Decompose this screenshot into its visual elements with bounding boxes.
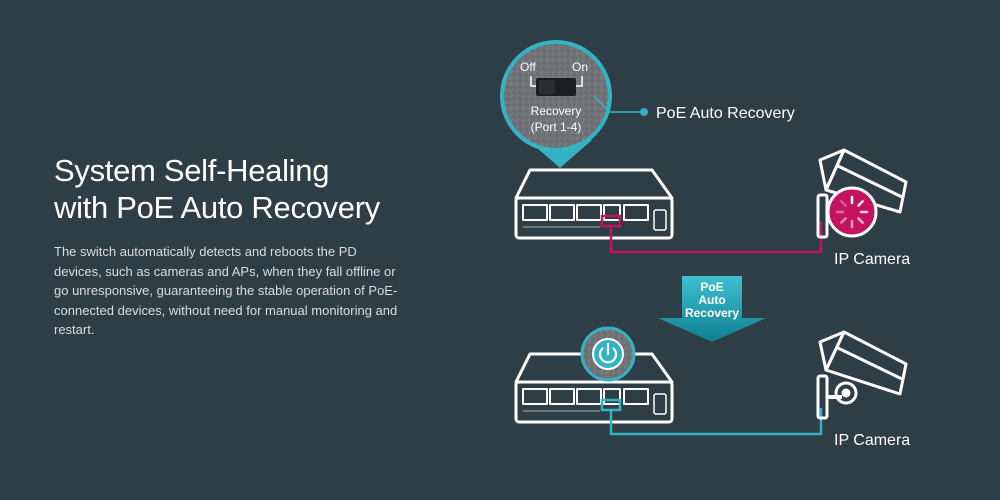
loading-spinner-icon (835, 195, 869, 229)
title-line-2: with PoE Auto Recovery (54, 190, 380, 225)
poe-auto-recovery-callout: PoE Auto Recovery (656, 105, 795, 122)
callout-leader (593, 95, 648, 116)
switch-off-label: Off (520, 60, 536, 74)
power-icon (598, 342, 618, 364)
recovery-switch-zoom: Off On Recovery (Port 1-4) (500, 40, 612, 168)
switch-top (514, 168, 674, 240)
reboot-badge (580, 326, 636, 382)
ip-camera-bottom-label: IP Camera (834, 432, 910, 449)
switch-on-label: On (572, 60, 588, 74)
ip-camera-bottom (816, 330, 908, 420)
port-range-label: (Port 1-4) (531, 120, 582, 134)
ip-camera-top-label: IP Camera (834, 251, 910, 268)
ip-camera-top (816, 148, 908, 239)
title-line-1: System Self-Healing (54, 153, 330, 188)
arrow-label-line-3: Recovery (685, 306, 739, 320)
recovery-label: Recovery (531, 104, 582, 118)
page-title: System Self-Healing with PoE Auto Recove… (54, 152, 380, 226)
recovery-arrow: PoE Auto Recovery (658, 276, 766, 342)
arrow-label-line-2: Auto (698, 293, 725, 307)
feature-description: The switch automatically detects and reb… (54, 244, 398, 337)
camera-offline-icon (826, 186, 878, 238)
restored-poe-link (609, 408, 823, 436)
arrow-label-line-1: PoE (700, 280, 723, 294)
